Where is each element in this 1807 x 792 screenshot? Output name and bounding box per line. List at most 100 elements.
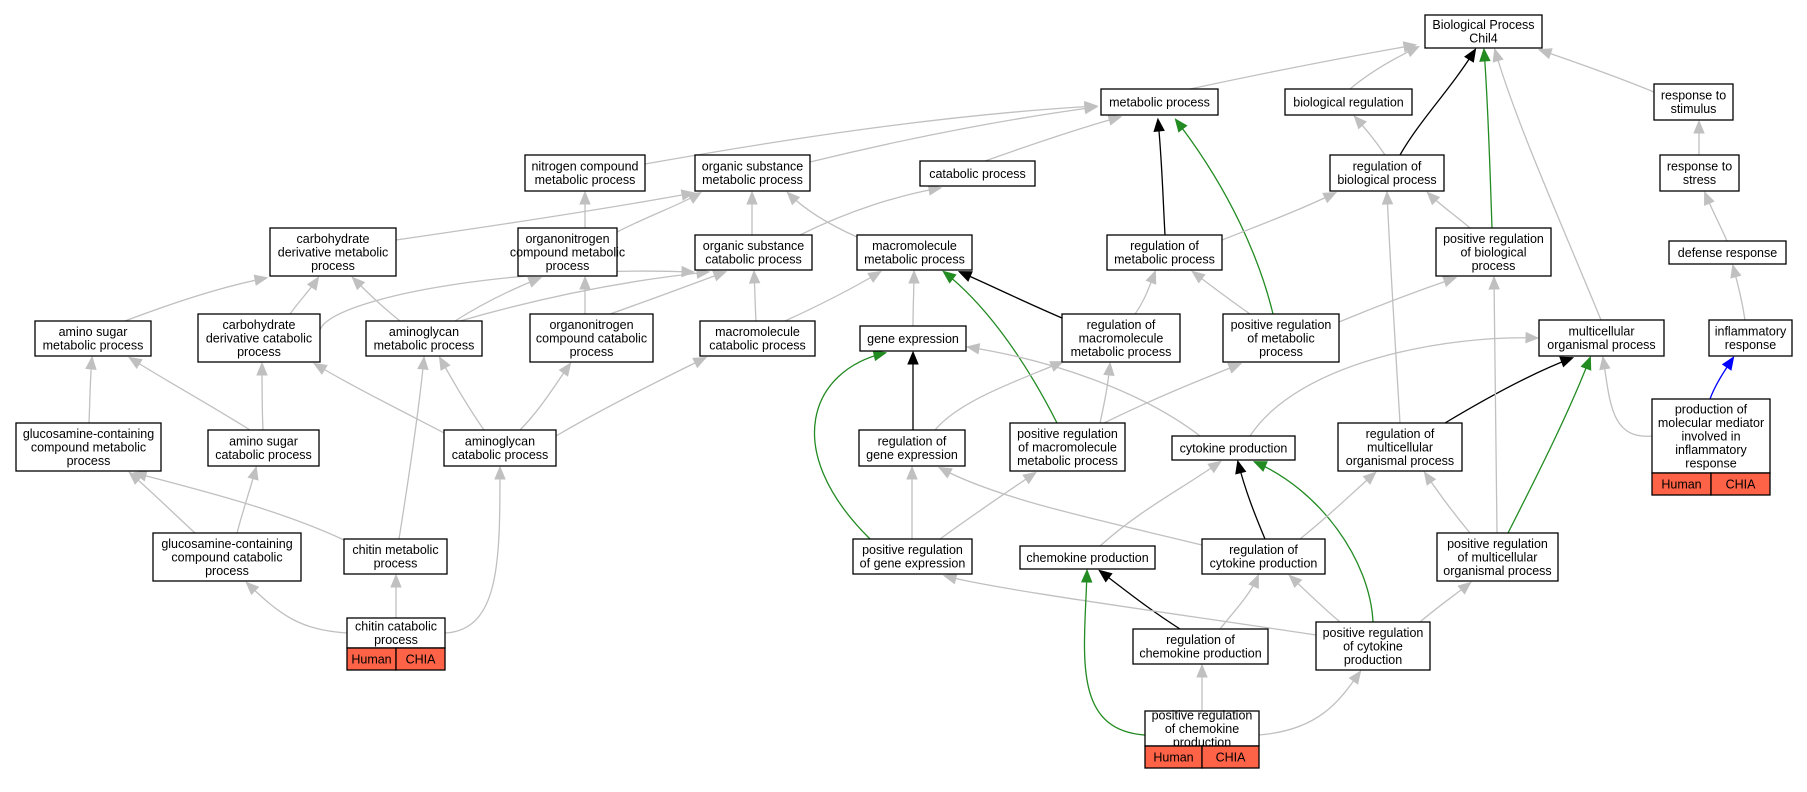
edge-carb_deriv-to-orgsub bbox=[395, 189, 696, 241]
edge-pos_reg_met-to-reg_met bbox=[1191, 270, 1251, 315]
node-label-line: organismal process bbox=[1346, 454, 1454, 468]
arrowhead bbox=[1196, 663, 1208, 678]
node-cytokine[interactable]: cytokine production bbox=[1171, 435, 1296, 461]
edge-glucos-to-amino_sugar bbox=[85, 355, 97, 424]
node-label-line: biological process bbox=[1337, 173, 1436, 187]
edge-inflam-to-defense bbox=[1730, 263, 1746, 321]
edge-orgnit-to-nitrogen bbox=[579, 190, 591, 228]
arrowhead bbox=[1322, 191, 1338, 204]
edge-macro-to-orgsub bbox=[786, 191, 858, 238]
node-label-line: regulation of bbox=[878, 435, 947, 449]
edge-resp_stim-to-bp bbox=[1537, 48, 1655, 93]
node-label-line: aminoglycan bbox=[465, 435, 535, 449]
node-box bbox=[1284, 88, 1413, 116]
node-catabolic[interactable]: catabolic process bbox=[919, 160, 1036, 187]
node-label-line: regulation of bbox=[1166, 633, 1235, 647]
node-label-line: catabolic process bbox=[929, 167, 1026, 181]
edge-multicell-to-bp bbox=[1492, 47, 1602, 321]
node-label-line: response to bbox=[1661, 89, 1726, 103]
node-label-line: positive regulation bbox=[1152, 708, 1253, 722]
node-label-line: metabolic process bbox=[535, 173, 636, 187]
arrowhead bbox=[1207, 460, 1222, 474]
arrowhead bbox=[687, 191, 702, 204]
arrowhead bbox=[712, 270, 728, 282]
node-label-line: positive regulation bbox=[1443, 232, 1544, 246]
arrowhead bbox=[1107, 114, 1123, 126]
node-label-line: chitin metabolic bbox=[352, 543, 438, 557]
edge-pos_reg_macro-to-reg_macro bbox=[1099, 361, 1115, 424]
arrowhead bbox=[748, 269, 761, 284]
edge-pos_reg_cyto-to-cytokine bbox=[1252, 461, 1374, 623]
edge-aminoglycan-to-orgnit bbox=[454, 276, 543, 322]
arrowhead bbox=[1191, 270, 1206, 284]
edge-resp_stress-to-resp_stim bbox=[1693, 119, 1705, 155]
node-label-line: of cytokine bbox=[1343, 639, 1403, 653]
edge-reg_cyto-to-cytokine bbox=[1235, 459, 1266, 540]
node-label-line: metabolic process bbox=[702, 173, 803, 187]
edge-amino_sugar_cat-to-carb_deriv_cat bbox=[256, 361, 268, 431]
arrowhead bbox=[306, 276, 320, 291]
node-gene-expr[interactable]: gene expression bbox=[859, 325, 967, 352]
edge-cytokine-to-gene_expr bbox=[965, 343, 1201, 437]
node-label-line: cytokine production bbox=[1210, 557, 1318, 571]
arrowhead bbox=[746, 190, 758, 205]
node-label-line: glucosamine-containing bbox=[161, 537, 292, 551]
node-box bbox=[269, 227, 397, 277]
node-label-line: macromolecule bbox=[1079, 331, 1164, 345]
arrowhead bbox=[1098, 569, 1113, 583]
arrowhead bbox=[942, 270, 957, 284]
arrowhead bbox=[957, 271, 973, 282]
node-box bbox=[1435, 227, 1552, 277]
edge-reg_cyto-to-reg_multi bbox=[1299, 471, 1377, 540]
arrowhead bbox=[1362, 471, 1377, 485]
node-label-line: of chemokine bbox=[1165, 722, 1239, 736]
node-chemokine[interactable]: chemokine production bbox=[1019, 545, 1156, 570]
node-defense[interactable]: defense response bbox=[1668, 240, 1787, 265]
arrowhead bbox=[1580, 355, 1592, 371]
arrowhead bbox=[906, 465, 918, 480]
edge-catabolic-to-metabolic bbox=[984, 114, 1123, 162]
node-biolreg[interactable]: biological regulation bbox=[1284, 88, 1413, 116]
node-metabolic[interactable]: metabolic process bbox=[1100, 88, 1219, 116]
edge-pos_reg_met-to-pos_reg_bio bbox=[1338, 276, 1458, 323]
edge-reg_macro-to-macro bbox=[957, 271, 1063, 319]
